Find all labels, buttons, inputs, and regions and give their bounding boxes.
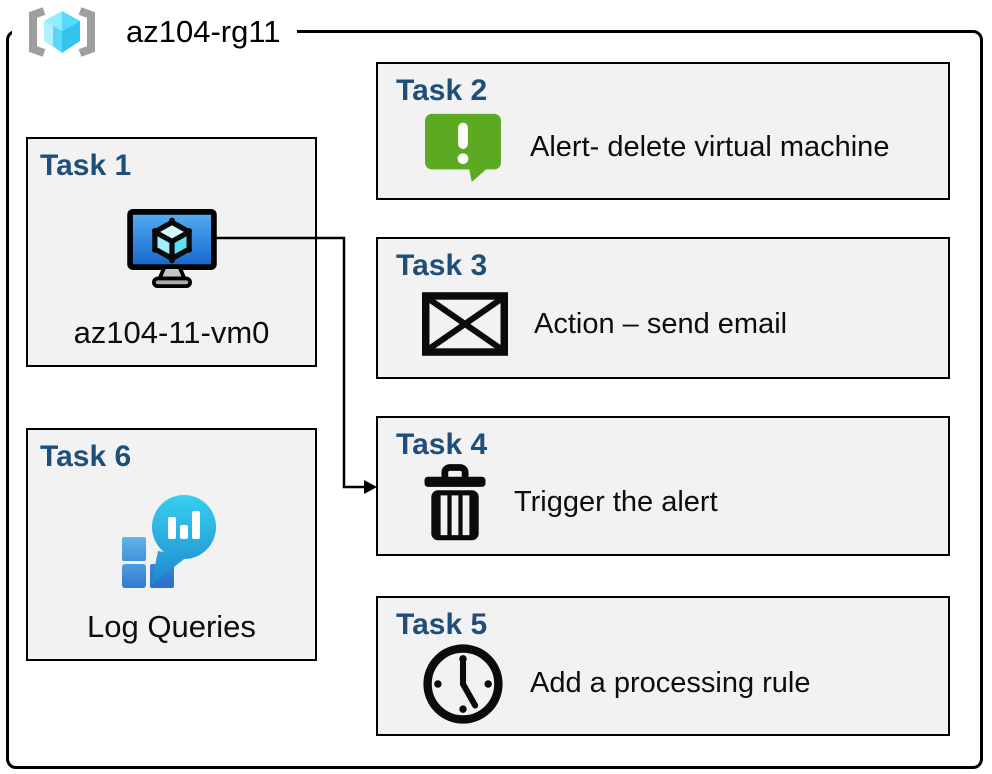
- virtual-machine-icon: [126, 184, 218, 316]
- task-5-box: Task 5 Add a processing rule: [376, 596, 950, 736]
- task-3-description: Action – send email: [534, 307, 788, 340]
- resource-group-icon: [18, 6, 106, 58]
- resource-group-name: az104-rg11: [126, 14, 281, 49]
- task-4-description: Trigger the alert: [514, 486, 718, 518]
- task-6-box: Task 6: [26, 428, 317, 661]
- task-6-title: Task 6: [40, 440, 132, 473]
- task-5-title: Task 5: [396, 608, 488, 641]
- email-envelope-icon: [422, 292, 508, 357]
- trash-icon: [422, 463, 488, 543]
- task-2-title: Task 2: [396, 74, 488, 107]
- task-2-box: Task 2 Alert- delete virtual machine: [376, 62, 950, 200]
- task-1-label: az104-11-vm0: [73, 315, 270, 350]
- task-4-title: Task 4: [396, 428, 488, 461]
- task-3-title: Task 3: [396, 249, 488, 282]
- task-2-description: Alert- delete virtual machine: [530, 130, 890, 163]
- task-4-box: Task 4 Trigger the alert: [376, 416, 950, 556]
- task-3-box: Task 3 Action – send email: [376, 237, 950, 379]
- task-6-label: Log Queries: [87, 609, 256, 644]
- task-1-box: Task 1 az104-11-vm0: [26, 137, 317, 367]
- resource-group-header: az104-rg11: [12, 4, 297, 60]
- task-5-description: Add a processing rule: [530, 667, 811, 699]
- clock-icon: [422, 643, 504, 725]
- resource-group-frame: [6, 30, 983, 769]
- task-1-title: Task 1: [40, 149, 132, 182]
- alert-message-icon: [422, 111, 504, 183]
- log-analytics-icon: [121, 475, 222, 610]
